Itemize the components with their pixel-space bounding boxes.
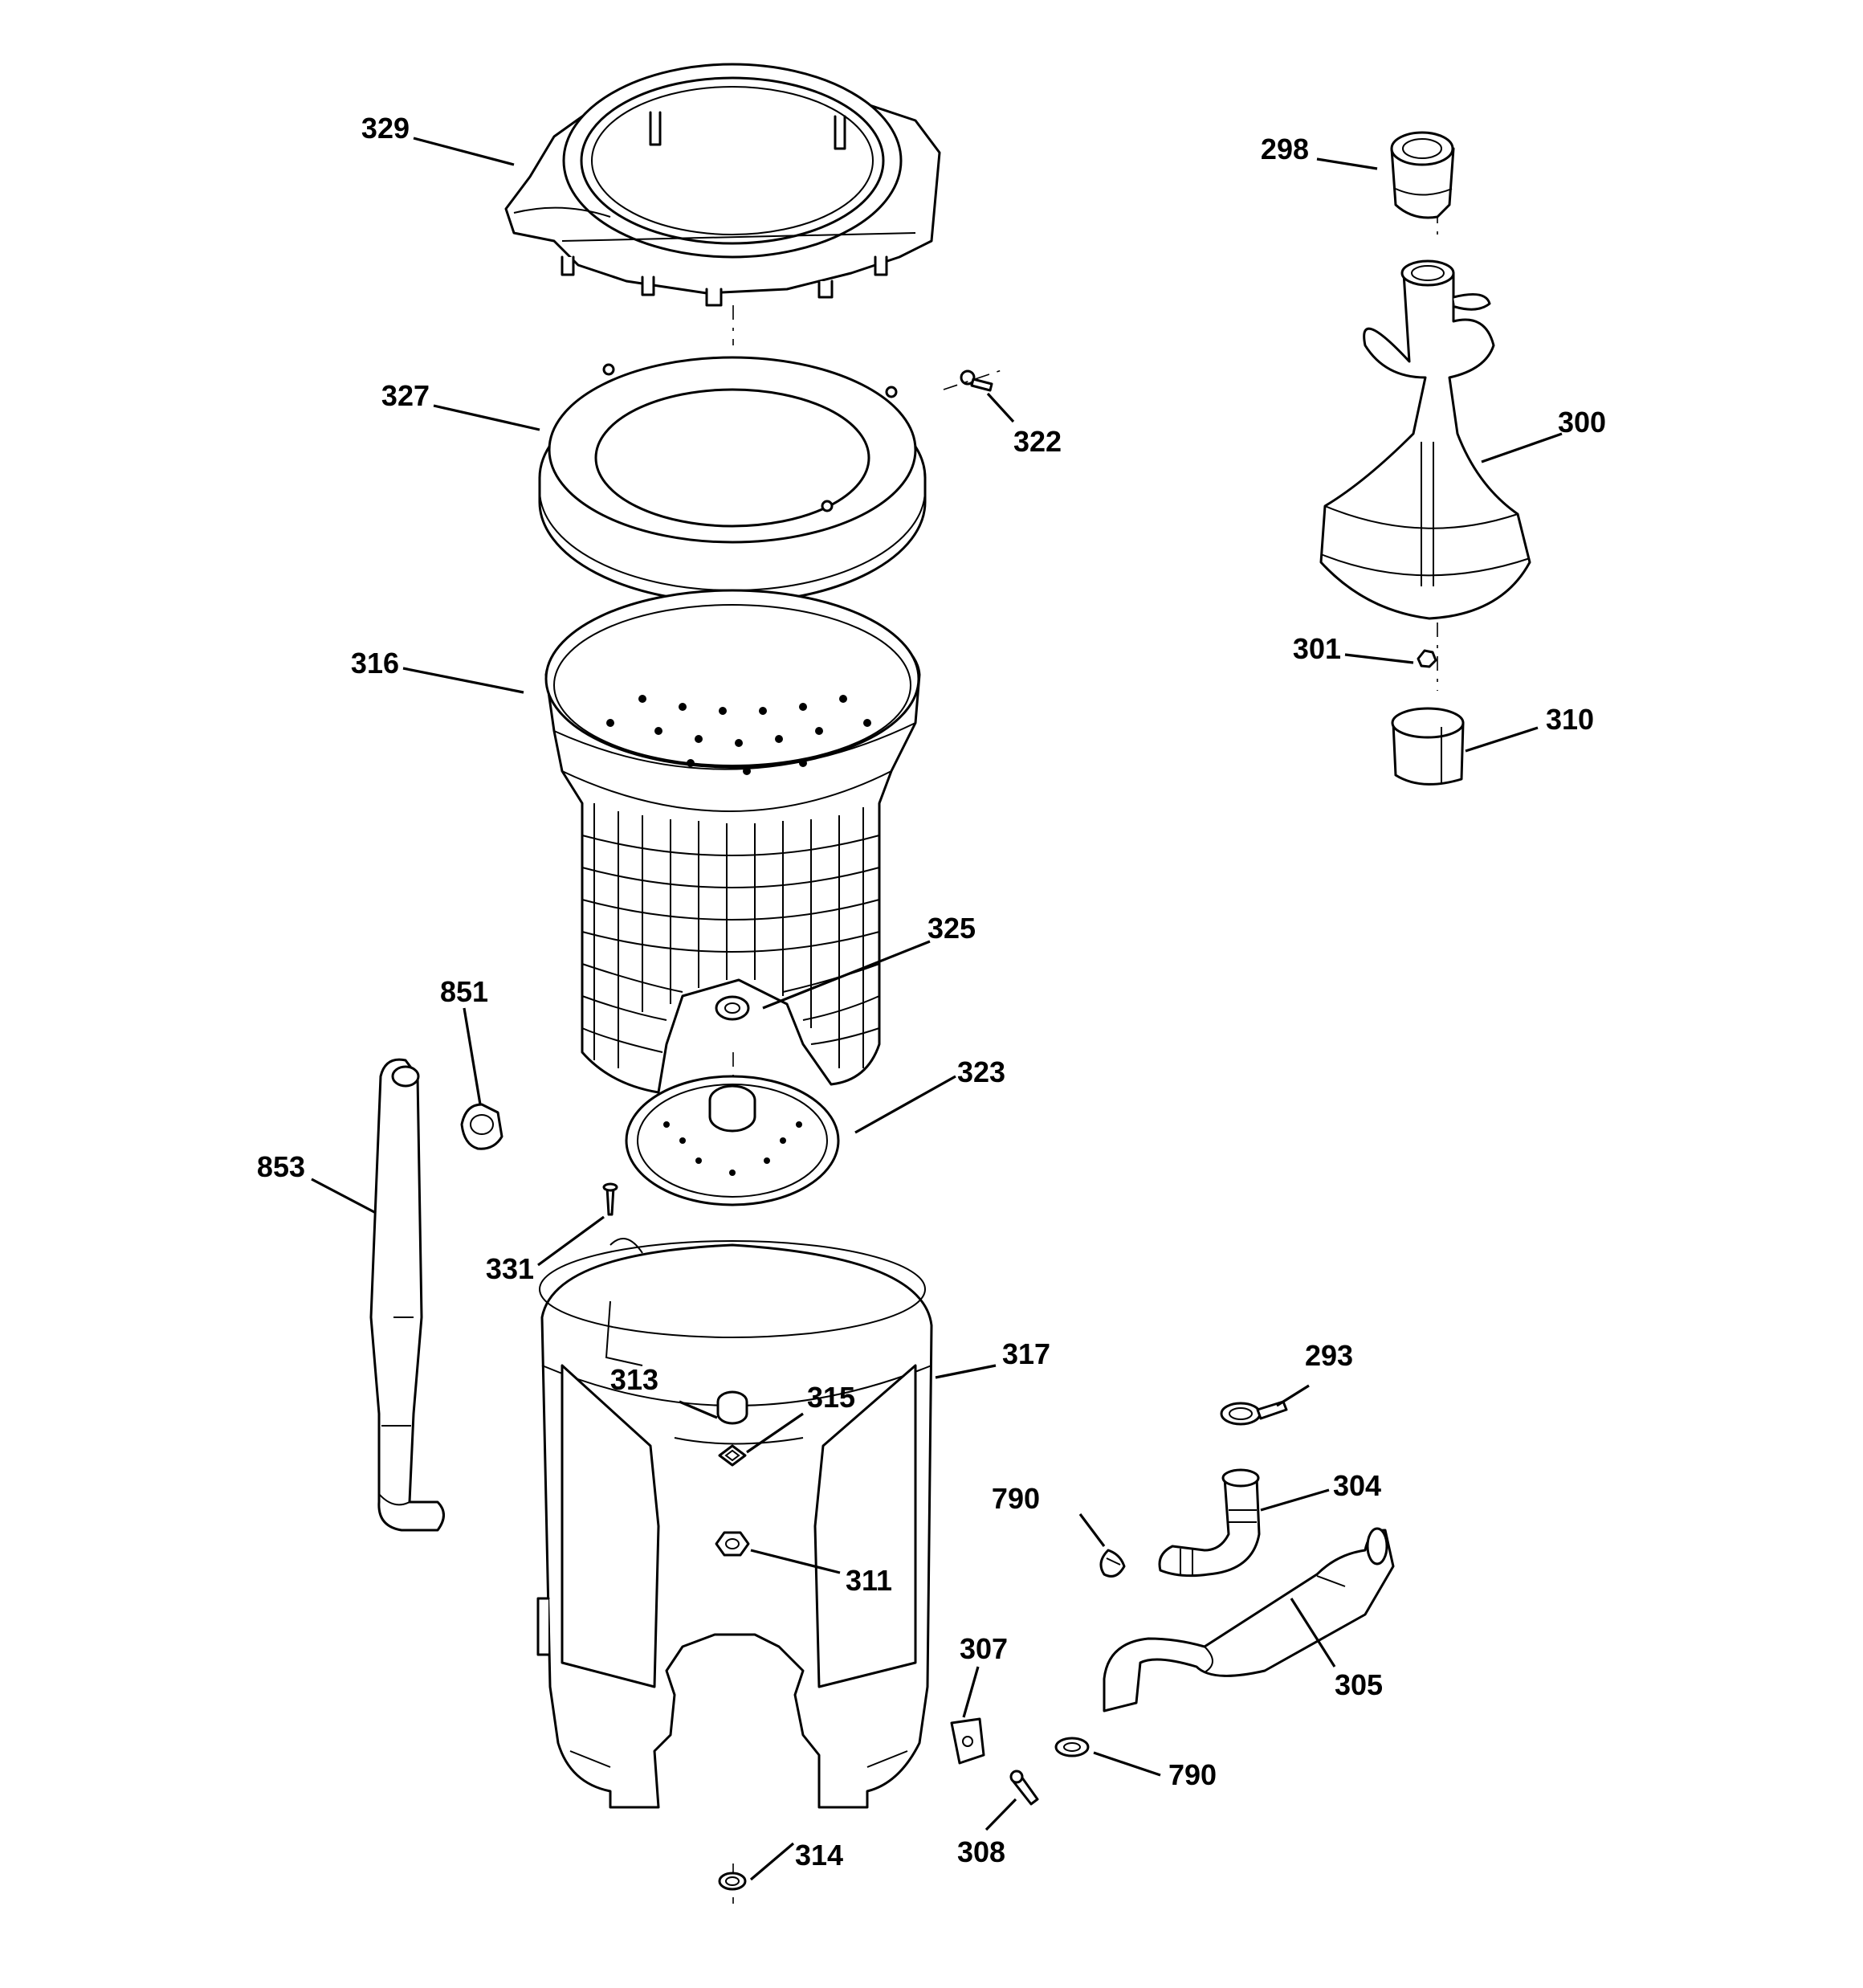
cam-310[interactable] xyxy=(1391,707,1465,786)
callout-323: 323 xyxy=(957,1055,1005,1088)
hose-clamp-790-bottom[interactable] xyxy=(1054,1737,1090,1757)
callout-790-bottom: 790 xyxy=(1168,1758,1217,1791)
callout-851: 851 xyxy=(440,975,488,1008)
drain-hose-305[interactable] xyxy=(1103,1527,1395,1712)
callout-329: 329 xyxy=(361,112,410,145)
callout-300: 300 xyxy=(1558,406,1606,439)
drain-tube-853[interactable] xyxy=(369,1058,445,1532)
screw-322[interactable] xyxy=(943,369,1005,392)
callout-316: 316 xyxy=(351,647,399,680)
seal-ring-314[interactable] xyxy=(718,1872,747,1891)
callout-307: 307 xyxy=(960,1632,1008,1665)
callout-293: 293 xyxy=(1305,1339,1353,1372)
wash-basket-316[interactable] xyxy=(544,589,921,1094)
callout-317: 317 xyxy=(1002,1337,1050,1370)
hub-323[interactable] xyxy=(625,1075,840,1206)
callout-313: 313 xyxy=(610,1363,658,1396)
tub-cover-329[interactable] xyxy=(504,63,941,307)
callout-304: 304 xyxy=(1333,1469,1381,1502)
callout-310: 310 xyxy=(1546,703,1594,736)
pump-hose-304[interactable] xyxy=(1158,1468,1261,1578)
hose-clamp-790-top[interactable] xyxy=(1099,1549,1126,1578)
bracket-307[interactable] xyxy=(950,1717,985,1765)
callout-314: 314 xyxy=(795,1839,843,1872)
callout-305: 305 xyxy=(1335,1668,1383,1701)
nut-311[interactable] xyxy=(715,1531,750,1557)
callout-301: 301 xyxy=(1293,632,1341,665)
callout-311: 311 xyxy=(846,1564,892,1597)
callout-790-top: 790 xyxy=(992,1482,1040,1515)
hose-clamp-293[interactable] xyxy=(1220,1400,1288,1426)
hub-nut-325[interactable] xyxy=(715,995,750,1021)
callout-331: 331 xyxy=(486,1252,534,1285)
callout-327: 327 xyxy=(381,379,430,412)
nut-313[interactable] xyxy=(716,1390,748,1425)
bushing-851[interactable] xyxy=(460,1103,503,1150)
balance-ring-327[interactable] xyxy=(538,356,927,604)
outer-tub-317[interactable] xyxy=(536,1238,933,1809)
callout-853: 853 xyxy=(257,1150,305,1183)
screw-308[interactable] xyxy=(1009,1770,1039,1806)
screw-331[interactable] xyxy=(602,1182,618,1216)
callout-315: 315 xyxy=(807,1381,855,1414)
cap-screw-301[interactable] xyxy=(1417,649,1437,668)
callout-308: 308 xyxy=(957,1835,1005,1868)
agitator-300[interactable] xyxy=(1319,259,1531,620)
callout-298: 298 xyxy=(1261,133,1309,165)
leader-lines xyxy=(311,137,1563,1881)
callout-325: 325 xyxy=(927,912,976,945)
washer-315[interactable] xyxy=(718,1444,747,1467)
coupling-298[interactable] xyxy=(1390,131,1455,219)
callout-322: 322 xyxy=(1013,425,1062,458)
